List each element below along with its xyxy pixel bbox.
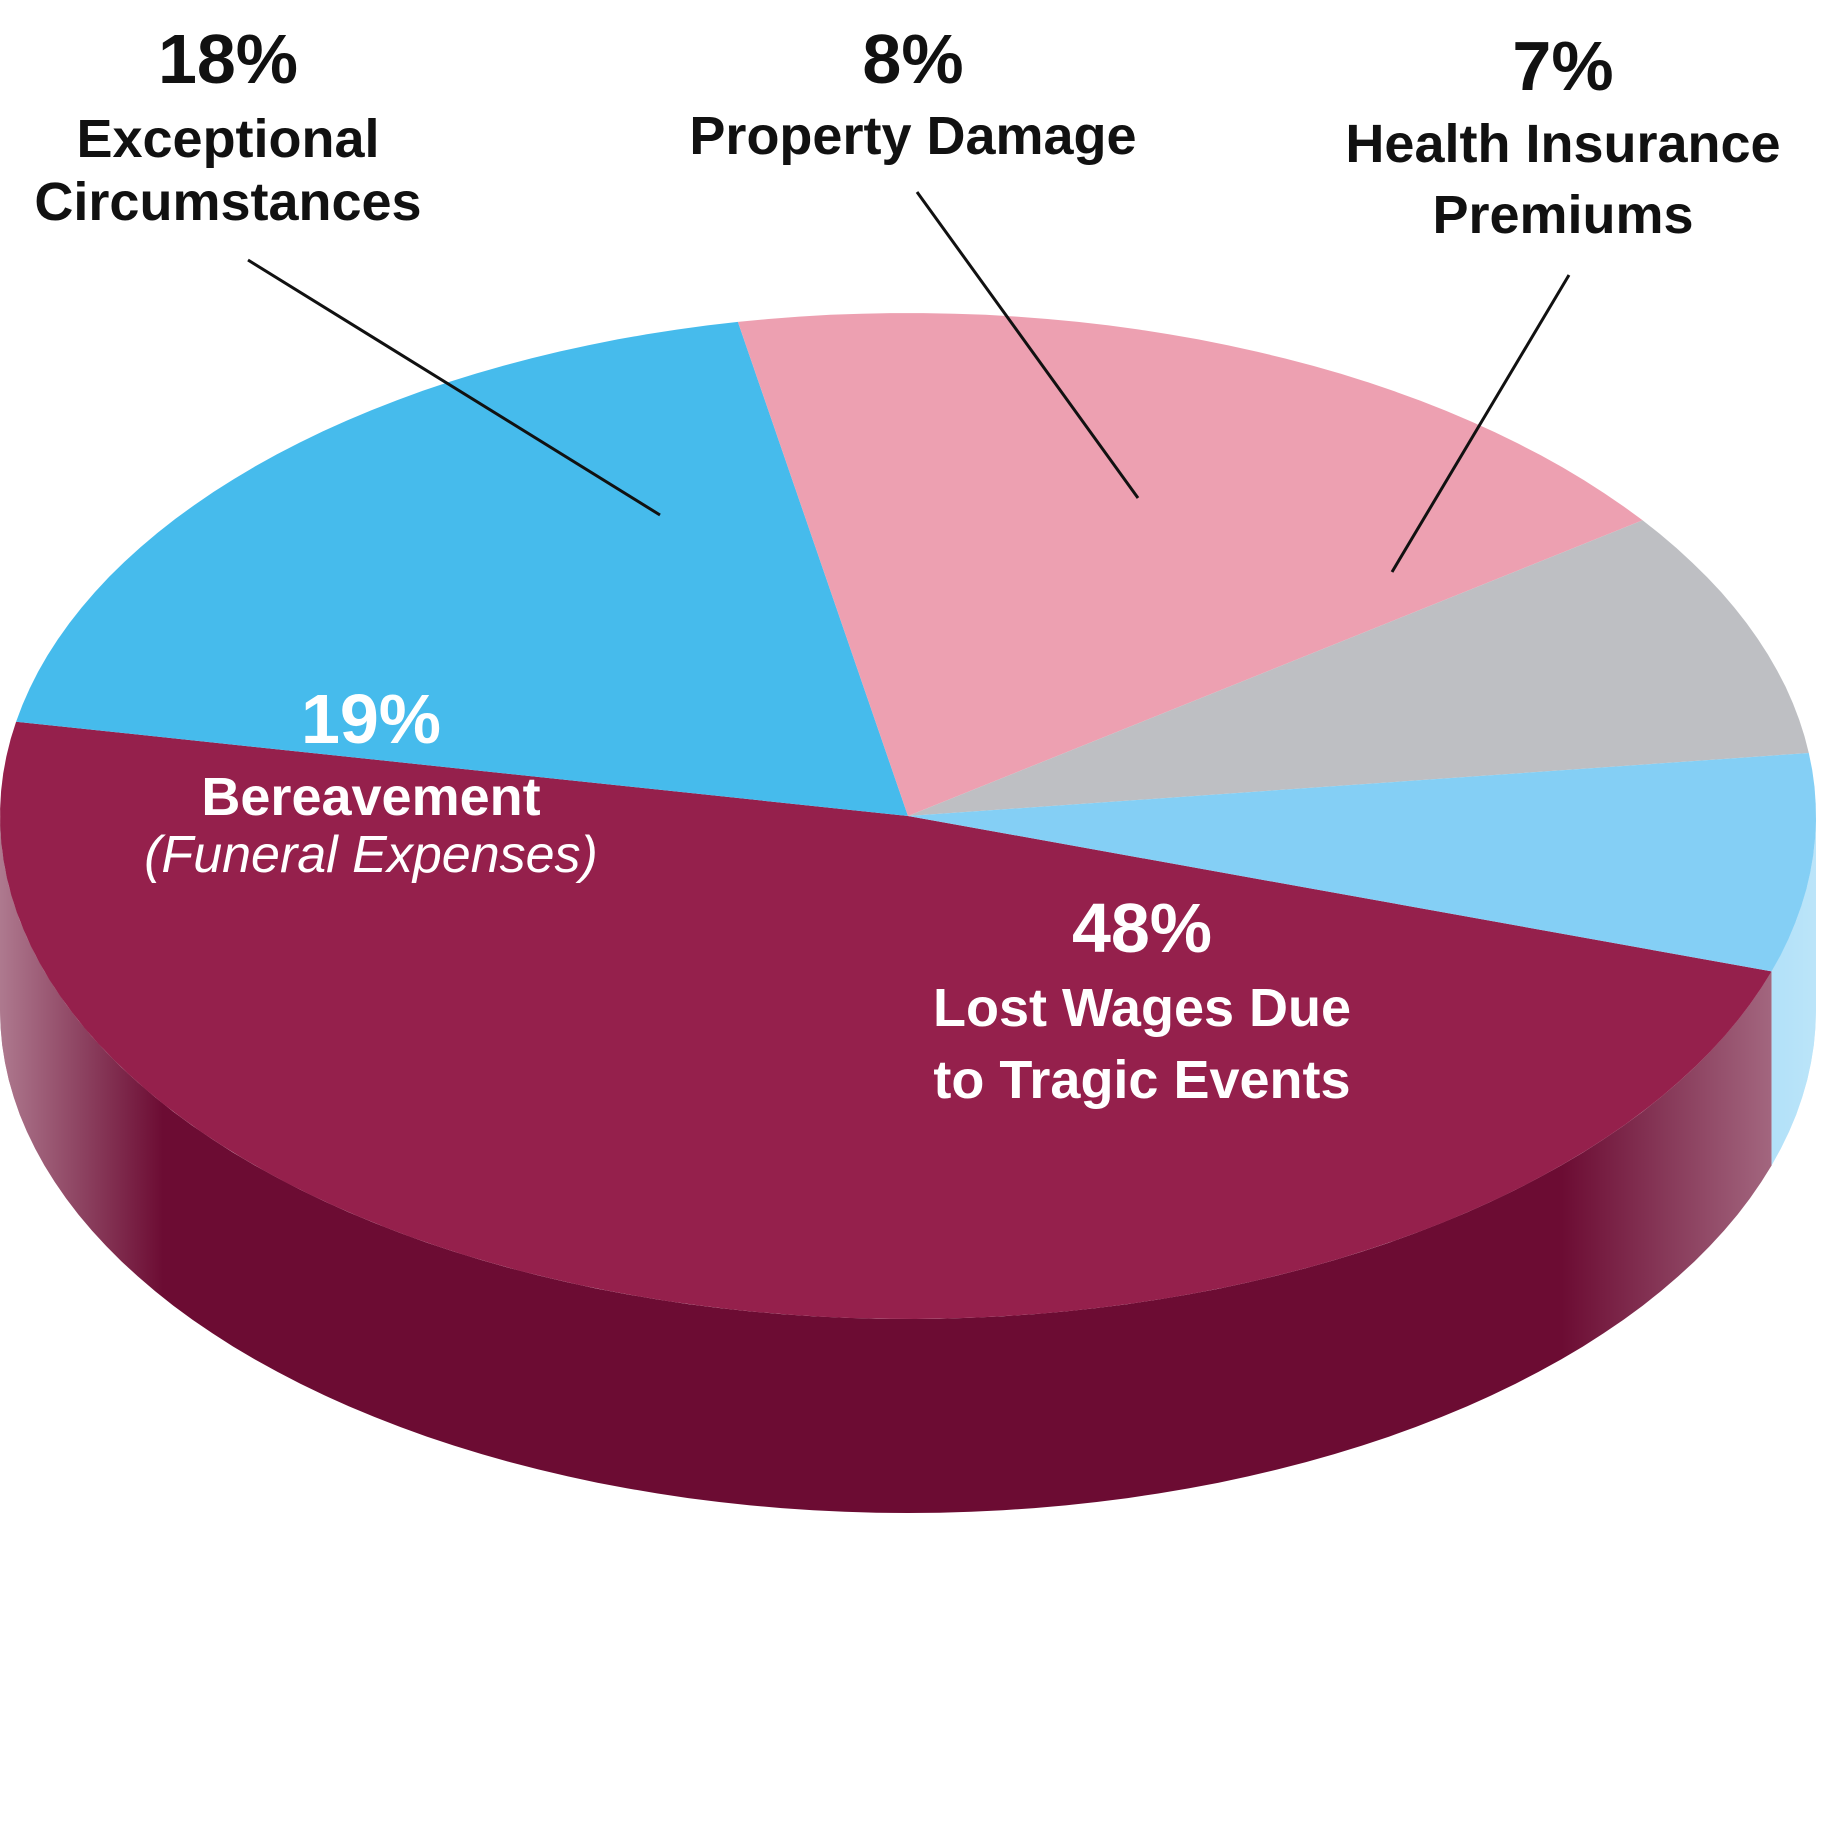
category-label-property-1: Property Damage [689, 106, 1136, 166]
pie-top-faces [0, 313, 1816, 1319]
pie-side-walls [0, 816, 1816, 1513]
value-label-bereavement: 19% [301, 680, 441, 758]
category-label-lost-wages-1: Lost Wages Due [933, 978, 1351, 1038]
label-exceptional: 18% Exceptional Circumstances [34, 20, 421, 232]
pie-slice-health [908, 753, 1816, 972]
pie-slice-lost_wages [0, 721, 1772, 1319]
pie-slice-exceptional [737, 313, 1643, 816]
pie-slice-bereavement [16, 321, 909, 816]
label-bereavement: 19% Bereavement (Funeral Expenses) [144, 680, 598, 884]
side-wall-shading [0, 816, 1816, 1513]
value-label-health: 7% [1512, 27, 1613, 105]
category-sublabel-bereavement: (Funeral Expenses) [144, 826, 598, 884]
label-lost-wages: 48% Lost Wages Due to Tragic Events [933, 889, 1351, 1110]
leader-lines [247, 191, 1571, 573]
value-label-exceptional: 18% [158, 20, 298, 98]
value-label-lost-wages: 48% [1072, 889, 1212, 967]
category-label-health-2: Premiums [1432, 185, 1693, 245]
leader-line-health [1390, 274, 1571, 573]
category-label-health-1: Health Insurance [1345, 114, 1780, 174]
leader-line-property [915, 191, 1140, 499]
category-label-lost-wages-2: to Tragic Events [933, 1050, 1350, 1110]
label-health: 7% Health Insurance Premiums [1345, 27, 1780, 245]
value-label-property: 8% [862, 20, 963, 98]
category-label-exceptional-2: Circumstances [34, 172, 421, 232]
category-label-exceptional-1: Exceptional [76, 109, 379, 169]
leader-line-exceptional [247, 258, 661, 517]
label-property: 8% Property Damage [689, 20, 1136, 166]
pie-slice-property [908, 520, 1809, 816]
category-label-bereavement-1: Bereavement [201, 767, 540, 827]
